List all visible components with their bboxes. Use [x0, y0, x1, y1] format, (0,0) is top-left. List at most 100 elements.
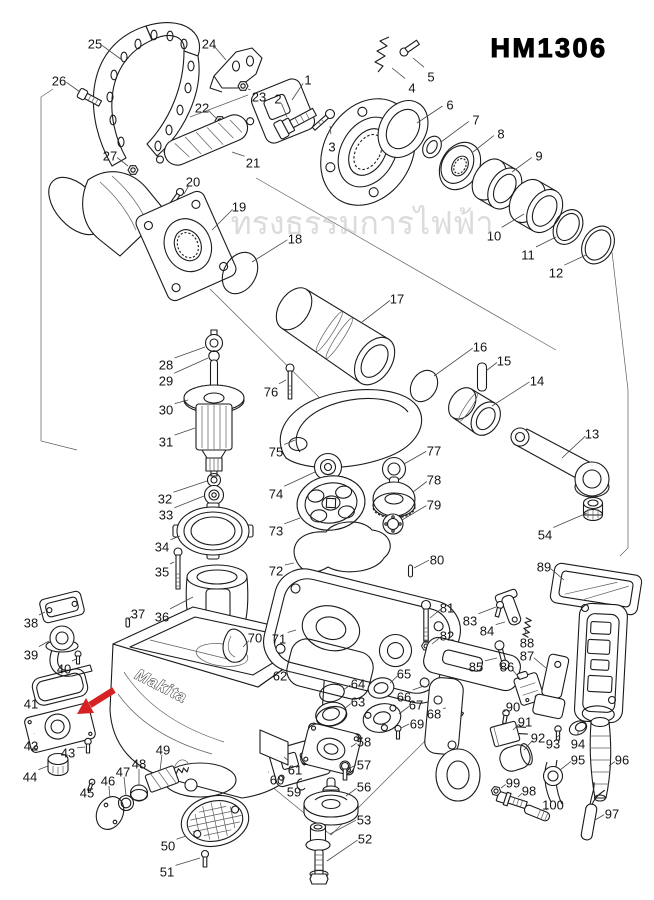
part-label-37: 37 [131, 607, 145, 622]
part-52-bolt [309, 849, 329, 885]
part-label-39: 39 [24, 648, 38, 663]
part-leader-16 [433, 347, 473, 377]
part-leader-51 [175, 857, 201, 866]
part-leader-84 [495, 621, 506, 625]
part-leader-54 [553, 512, 588, 528]
part-label-100: 100 [542, 798, 564, 813]
part-24-bracket [209, 47, 263, 93]
part-11-ring [552, 209, 584, 245]
part-label-5: 5 [427, 70, 434, 85]
part-leader-98 [517, 792, 523, 798]
part-88-spring [522, 617, 532, 638]
part-91-terminal-block [489, 720, 528, 748]
part-label-60: 60 [270, 773, 284, 788]
part-label-91: 91 [518, 715, 532, 730]
watermark-text: ทรงธรรมการไฟฟ้า [231, 204, 494, 242]
part-leader-33 [174, 495, 205, 509]
part-leader-83 [478, 606, 497, 615]
part-leader-38 [38, 611, 46, 616]
part-label-79: 79 [427, 498, 441, 513]
part-label-72: 72 [269, 564, 283, 579]
part-96-cord-guard [589, 716, 612, 802]
part-label-98: 98 [522, 784, 536, 799]
part-77-bearing [381, 456, 407, 482]
part-label-14: 14 [530, 374, 544, 389]
part-leader-80 [413, 559, 430, 569]
part-leader-7 [440, 121, 470, 143]
part-label-43: 43 [61, 746, 75, 761]
part-label-26: 26 [52, 74, 66, 89]
part-35-long-screw [173, 547, 183, 590]
labels-layer: 1234567891011121314151617181920212223242… [23, 37, 629, 880]
part-18-o-ring [221, 251, 259, 295]
part-label-20: 20 [186, 175, 200, 190]
part-leader-11 [535, 236, 557, 248]
part-label-7: 7 [472, 113, 479, 128]
part-42-cover-plate [24, 703, 96, 753]
part-label-22: 22 [195, 101, 209, 116]
part-61-name-plate [259, 729, 289, 766]
part-leader-61 [283, 756, 289, 761]
part-leader-34 [170, 535, 181, 541]
part-76-screw [285, 363, 295, 400]
part-leader-26 [66, 81, 81, 93]
part-leader-46 [108, 785, 111, 799]
part-69-screw [394, 724, 402, 740]
part-label-85: 85 [469, 660, 483, 675]
part-leader-91 [512, 724, 519, 731]
part-leader-32 [173, 480, 208, 493]
part-leader-90 [503, 709, 507, 713]
part-leader-23 [247, 88, 251, 91]
part-1-crank-cap [250, 78, 316, 144]
part-80-pin [407, 564, 414, 578]
part-label-34: 34 [155, 540, 169, 555]
part-39-holder-cap [45, 625, 93, 677]
part-94-cord-clip [568, 720, 588, 736]
part-label-67: 67 [409, 698, 423, 713]
part-leader-24 [214, 46, 227, 61]
part-label-71: 71 [272, 632, 286, 647]
part-leader-92 [523, 740, 533, 751]
part-label-11: 11 [521, 248, 535, 263]
part-label-86: 86 [500, 660, 514, 675]
part-78-crank-gear [372, 476, 416, 519]
part-label-65: 65 [397, 667, 411, 682]
part-leader-66 [412, 685, 425, 691]
part-99-nut [490, 786, 502, 796]
part-label-75: 75 [269, 445, 283, 460]
part-label-27: 27 [103, 149, 117, 164]
part-label-36: 36 [155, 610, 169, 625]
part-leader-50 [176, 835, 187, 840]
part-31-armature [195, 403, 233, 477]
part-label-49: 49 [156, 743, 170, 758]
part-leader-40 [71, 658, 77, 662]
part-leader-27 [116, 157, 129, 167]
part-label-41: 41 [24, 697, 38, 712]
part-label-94: 94 [571, 737, 585, 752]
part-label-56: 56 [357, 780, 371, 795]
part-95-cable-clamp [542, 759, 564, 805]
part-label-47: 47 [116, 765, 130, 780]
part-leader-6 [416, 105, 443, 124]
part-label-50: 50 [161, 839, 175, 854]
part-leader-68 [442, 707, 447, 709]
part-label-16: 16 [473, 340, 487, 355]
part-label-3: 3 [328, 140, 335, 155]
part-59-clip-key [296, 778, 306, 791]
part-3-screw [311, 108, 336, 131]
part-leader-49 [159, 754, 163, 772]
part-label-10: 10 [487, 229, 501, 244]
part-leader-1 [291, 83, 304, 101]
part-leader-56 [345, 787, 357, 797]
part-label-99: 99 [506, 776, 520, 791]
part-79-bearing [382, 513, 404, 535]
part-84-trigger-lever [494, 588, 522, 626]
part-label-30: 30 [159, 403, 173, 418]
part-50-fan-guard [180, 794, 250, 848]
part-leader-99 [500, 784, 507, 789]
part-leader-30 [174, 399, 189, 404]
part-label-57: 57 [357, 758, 371, 773]
part-leader-22 [208, 110, 217, 119]
part-label-51: 51 [160, 865, 174, 880]
part-label-12: 12 [549, 266, 563, 281]
